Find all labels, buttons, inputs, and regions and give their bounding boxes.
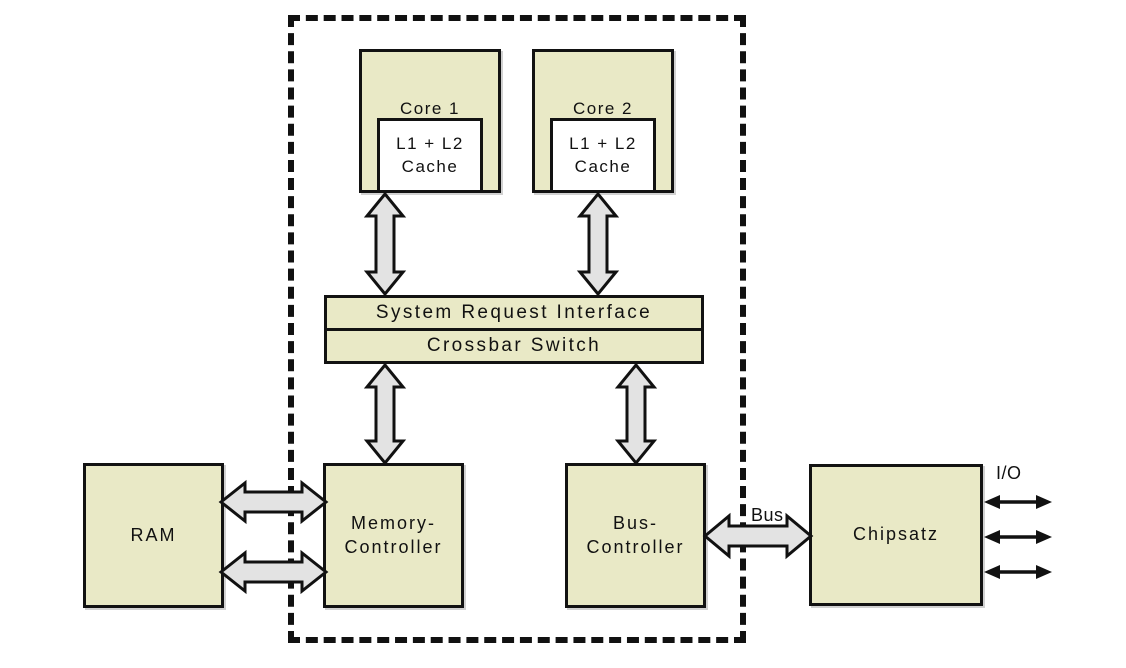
connection-label-io: I/O [996,463,1022,483]
block-core-1-cache: L1 + L2 Cache [377,118,483,193]
block-bus-controller: Bus- Controller [565,463,706,608]
arrow-core2-to-sri [576,191,620,297]
arrow-chipset-io-3 [984,565,1052,579]
arrow-crossbar-to-bus-controller [614,362,658,466]
arrow-ram-to-memory-controller-upper [218,479,329,525]
arrow-ram-to-memory-controller-lower [218,549,329,595]
arrow-chipset-io-2 [984,530,1052,544]
arrow-core1-to-sri [363,191,407,297]
arrow-crossbar-to-memory-controller [363,362,407,466]
block-core-2-label: Core 2 [572,99,634,119]
block-core-2-cache: L1 + L2 Cache [550,118,656,193]
arrow-chipset-io-1 [984,495,1052,509]
block-memory-controller: Memory- Controller [323,463,464,608]
connection-label-bus: Bus [751,505,784,525]
block-system-request-interface: System Request Interface [324,295,704,331]
block-ram: RAM [83,463,224,608]
block-core-1-label: Core 1 [399,99,461,119]
arrow-bus-controller-to-chipset [702,512,814,560]
block-chipset: Chipsatz [809,464,983,606]
block-crossbar-switch: Crossbar Switch [324,331,704,364]
